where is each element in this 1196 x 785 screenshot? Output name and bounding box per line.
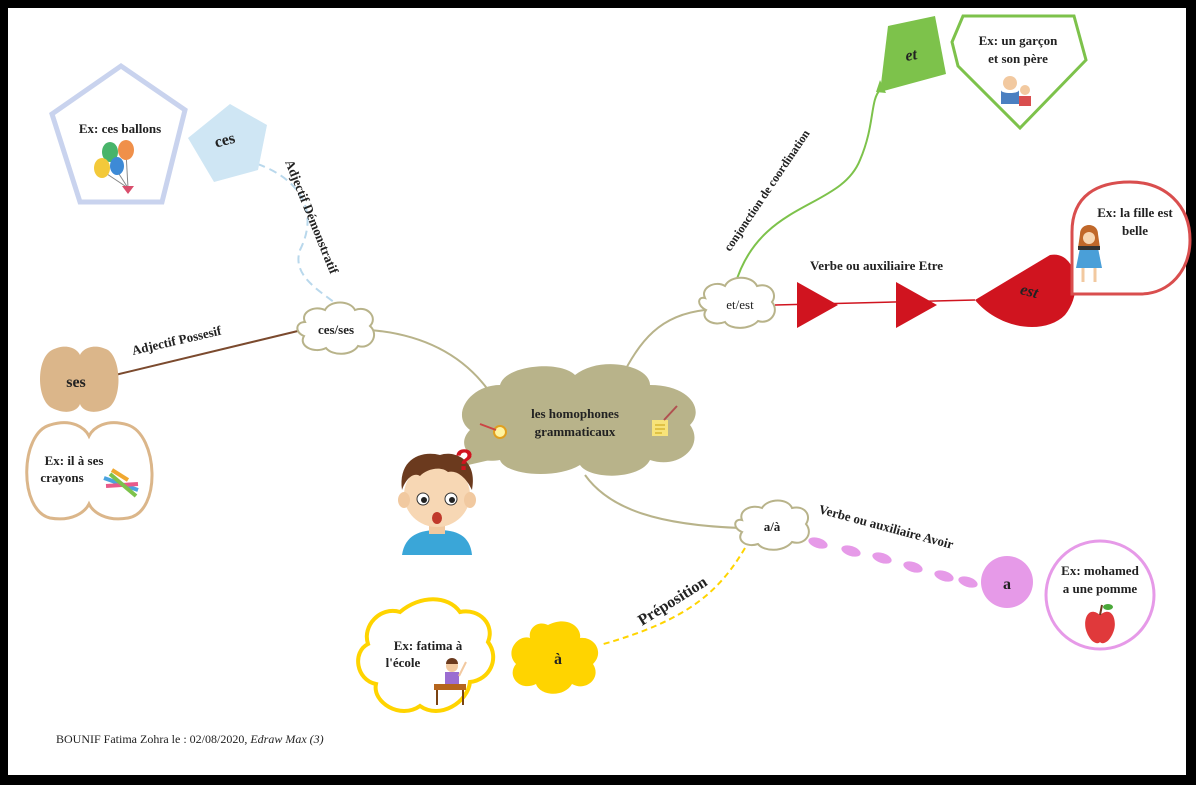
label-verbe-avoir: Verbe ou auxiliaire Avoir <box>817 501 955 551</box>
node-et-label: et <box>904 46 919 65</box>
arrow-marker <box>797 282 838 328</box>
thinking-boy-icon: ? <box>398 444 476 555</box>
connector-ces <box>244 159 346 313</box>
example-ces: Ex: ces ballons <box>49 62 188 205</box>
example-est-line1: Ex: la fille est <box>1097 205 1173 220</box>
example-et-line1: Ex: un garçon <box>979 33 1059 48</box>
example-a-accent: Ex: fatima à l'école <box>356 597 496 713</box>
hub-et-est-label: et/est <box>726 297 754 312</box>
node-a[interactable]: a <box>981 556 1033 608</box>
node-a-accent[interactable]: à <box>511 621 599 694</box>
example-a-line2: a une pomme <box>1063 581 1138 596</box>
note-icon <box>652 405 678 436</box>
svg-text:?: ? <box>455 444 473 477</box>
label-conjonction: conjonction de coordination <box>721 127 813 254</box>
footer-credit: BOUNIF Fatima Zohra le : 02/08/2020, Edr… <box>56 732 324 747</box>
connector-center-ces-ses <box>369 329 496 401</box>
central-title-line2: grammaticaux <box>535 424 616 439</box>
balloons-icon <box>94 140 134 194</box>
connector-center-a-a <box>584 474 741 529</box>
label-adjectif-demonstratif: Adjectif Démonstratif <box>282 158 342 277</box>
example-a-accent-line2: l'école <box>386 655 421 670</box>
footer-text: BOUNIF Fatima Zohra le : 02/08/2020, <box>56 732 251 746</box>
girl-icon <box>1076 225 1102 282</box>
student-desk-icon <box>434 658 467 705</box>
hub-a-a[interactable]: a/à <box>734 499 810 551</box>
node-ces[interactable]: ces <box>188 104 267 182</box>
node-ces-label: ces <box>213 130 237 152</box>
example-ses-line2: crayons <box>40 470 83 485</box>
hub-ces-ses[interactable]: ces/ses <box>296 301 376 355</box>
example-est: Ex: la fille est belle <box>1070 180 1192 296</box>
example-a: Ex: mohamed a une pomme <box>1044 539 1156 651</box>
apple-icon <box>1085 604 1115 644</box>
example-et: Ex: un garçon et son père <box>950 14 1088 131</box>
pin-icon <box>479 423 507 439</box>
arrow-marker <box>896 282 937 328</box>
pencils-icon <box>103 468 139 498</box>
example-et-line2: et son père <box>988 51 1048 66</box>
node-ses-label: ses <box>66 374 86 391</box>
node-a-accent-label: à <box>554 651 562 668</box>
example-a-line1: Ex: mohamed <box>1061 563 1139 578</box>
central-node[interactable]: les homophones grammaticaux <box>455 364 696 476</box>
example-ces-text: Ex: ces ballons <box>79 121 161 136</box>
father-son-icon <box>1001 76 1031 106</box>
node-a-label: a <box>1003 576 1011 593</box>
label-verbe-etre: Verbe ou auxiliaire Etre <box>810 258 943 273</box>
node-ses[interactable]: ses <box>40 346 119 412</box>
hub-ces-ses-label: ces/ses <box>318 322 354 337</box>
footer-software: Edraw Max (3) <box>250 732 324 746</box>
node-est[interactable]: est <box>975 254 1076 327</box>
example-ses: Ex: il à ses crayons <box>25 421 154 521</box>
node-et[interactable]: et <box>880 16 946 92</box>
example-est-line2: belle <box>1122 223 1148 238</box>
example-ses-line1: Ex: il à ses <box>45 453 104 468</box>
example-a-accent-line1: Ex: fatima à <box>394 638 463 653</box>
connector-a <box>808 537 978 588</box>
central-title-line1: les homophones <box>531 406 619 421</box>
connector-ses <box>114 329 303 376</box>
hub-a-a-label: a/à <box>764 519 781 534</box>
connector-a-accent <box>599 547 746 646</box>
connector-et <box>734 89 881 286</box>
hub-et-est[interactable]: et/est <box>698 276 776 329</box>
node-est-label: est <box>1018 281 1040 302</box>
